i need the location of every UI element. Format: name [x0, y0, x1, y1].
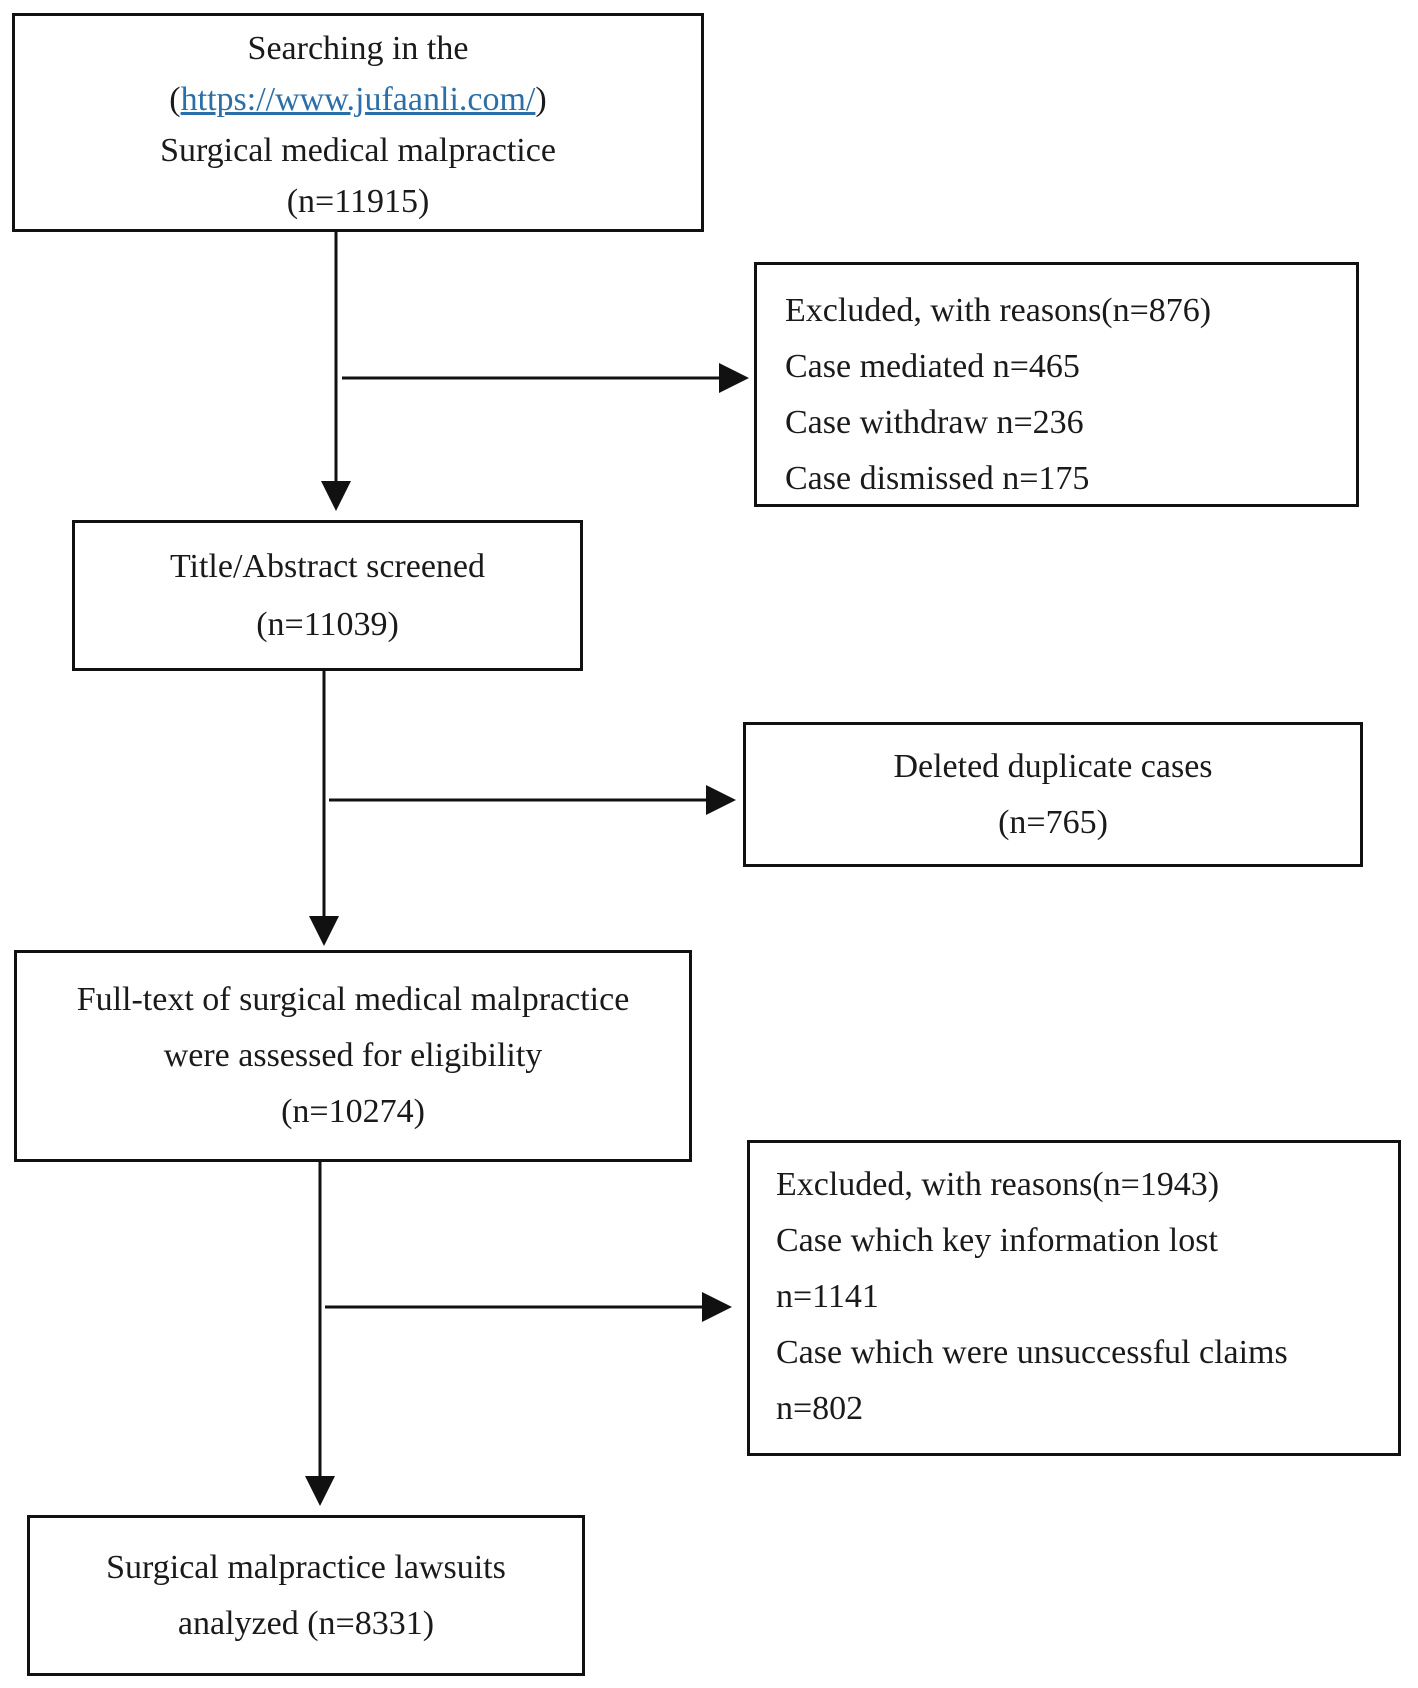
excluded-2-reason: Case which were unsuccessful claims — [776, 1334, 1288, 1371]
excluded-1-reason: Case mediated n=465 — [785, 348, 1080, 385]
search-line-3: Surgical medical malpractice — [160, 131, 556, 169]
fulltext-box: Full-text of surgical medical malpractic… — [14, 950, 692, 1162]
source-url-link[interactable]: https://www.jufaanli.com/ — [180, 80, 536, 118]
excluded-box-2: Excluded, with reasons(n=1943) Case whic… — [747, 1140, 1401, 1456]
analyzed-line-1: Surgical malpractice lawsuits — [106, 1548, 506, 1586]
search-url-line: (https://www.jufaanli.com/) — [15, 74, 701, 125]
close-paren: ) — [535, 80, 547, 118]
search-box: Searching in the (https://www.jufaanli.c… — [12, 13, 704, 232]
excluded-1-reason: Case withdraw n=236 — [785, 404, 1084, 441]
search-count: (n=11915) — [286, 182, 430, 220]
duplicates-box: Deleted duplicate cases (n=765) — [743, 722, 1363, 867]
excluded-2-reason: Case which key information lost — [776, 1222, 1218, 1259]
duplicates-label: Deleted duplicate cases — [893, 747, 1213, 785]
excluded-2-title: Excluded, with reasons(n=1943) — [776, 1166, 1220, 1203]
fulltext-line-2: were assessed for eligibility — [163, 1037, 543, 1074]
analyzed-line-2: analyzed (n=8331) — [177, 1604, 435, 1642]
fulltext-line-1: Full-text of surgical medical malpractic… — [76, 981, 630, 1018]
excluded-2-reason: n=802 — [776, 1390, 864, 1427]
excluded-1-title: Excluded, with reasons(n=876) — [785, 292, 1212, 329]
duplicates-count: (n=765) — [998, 803, 1108, 841]
excluded-box-1: Excluded, with reasons(n=876) Case media… — [754, 262, 1359, 507]
screened-count: (n=11039) — [256, 605, 399, 643]
fulltext-count: (n=10274) — [281, 1093, 425, 1130]
screened-box: Title/Abstract screened (n=11039) — [72, 520, 583, 671]
search-line-1: Searching in the — [247, 29, 469, 67]
analyzed-box: Surgical malpractice lawsuits analyzed (… — [27, 1515, 585, 1676]
excluded-2-reason: n=1141 — [776, 1278, 879, 1315]
screened-label: Title/Abstract screened — [169, 547, 486, 585]
excluded-1-reason: Case dismissed n=175 — [785, 460, 1090, 497]
open-paren: ( — [169, 80, 181, 118]
